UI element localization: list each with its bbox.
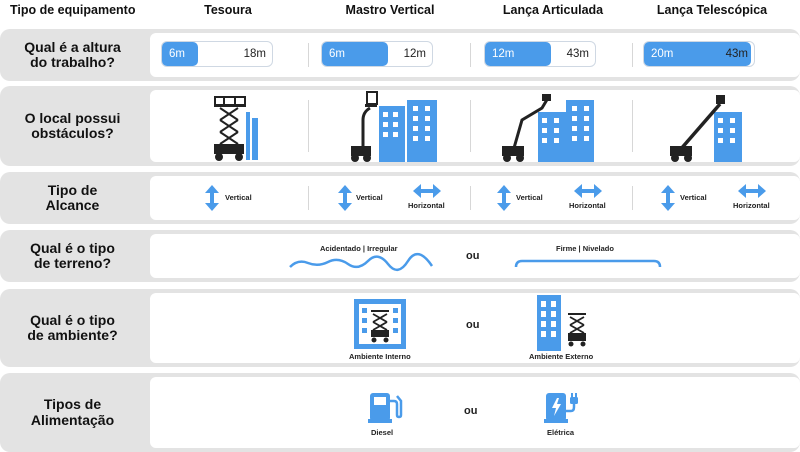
header-lanca-telescopica: Lança Telescópica (656, 3, 768, 17)
header-tesoura: Tesoura (204, 3, 252, 17)
row-altura: Qual é a altura do trabalho? 6m 18m 6m 1… (0, 29, 800, 81)
column-divider (308, 186, 309, 210)
header-mastro-vertical: Mastro Vertical (345, 3, 435, 17)
height-min: 6m (329, 48, 345, 60)
height-bar-fill (322, 42, 388, 66)
or-separator: ou (464, 405, 478, 417)
vertical-arrow-icon (661, 185, 675, 211)
row-panel-alcance (150, 176, 800, 220)
indoor-environment-label: Ambiente Interno (349, 352, 411, 361)
scissor-lift-icon (214, 96, 258, 161)
row-obstaculos: O local possui obstáculos? (0, 86, 800, 166)
reach-vertical-label: Vertical (516, 193, 543, 202)
vertical-mast-lift-icon (351, 91, 437, 162)
vertical-arrow-icon (205, 185, 219, 211)
height-max: 18m (243, 48, 266, 60)
flat-terrain-icon (514, 259, 662, 268)
column-divider (308, 43, 309, 67)
row-ambiente: Qual é o tipo de ambiente? Ambiente Inte… (0, 289, 800, 367)
row-alcance: Tipo de Alcance Vertical Vertical Horizo… (0, 172, 800, 224)
row-label-alcance: Tipo de Alcance (45, 181, 100, 213)
telescopic-boom-lift-icon (670, 95, 742, 162)
row-label-ambiente: Qual é o tipo de ambiente? (27, 311, 118, 343)
fuel-pump-icon (368, 393, 403, 423)
height-bar-mastro: 6m 12m (321, 41, 433, 67)
articulated-boom-lift-icon (502, 94, 594, 162)
height-max: 12m (403, 48, 426, 60)
column-divider (470, 43, 471, 67)
vertical-arrow-icon (497, 185, 511, 211)
indoor-building-icon (354, 299, 406, 349)
terrain-flat-label: Firme | Nivelado (556, 244, 614, 253)
height-max: 43m (566, 48, 589, 60)
column-divider (308, 100, 309, 152)
vertical-arrow-icon (338, 185, 352, 211)
horizontal-arrow-icon (413, 184, 441, 198)
height-min: 6m (169, 48, 185, 60)
or-separator: ou (466, 319, 480, 331)
rough-terrain-icon (289, 252, 434, 271)
height-bar-fill (162, 42, 199, 66)
reach-vertical-label: Vertical (225, 193, 252, 202)
electric-label: Elétrica (547, 428, 575, 437)
row-label-altura: Qual é a altura do trabalho? (24, 38, 121, 70)
row-label-terreno: Qual é o tipo de terreno? (30, 239, 115, 271)
column-divider (632, 100, 633, 152)
outdoor-building-icon (537, 295, 586, 351)
column-divider (632, 43, 633, 67)
column-divider (470, 186, 471, 210)
horizontal-arrow-icon (574, 184, 602, 198)
height-min: 20m (651, 48, 674, 60)
reach-horizontal-label: Horizontal (733, 201, 770, 210)
or-separator: ou (466, 250, 480, 262)
electric-charger-icon (544, 393, 578, 423)
height-bar-telescopica: 20m 43m (643, 41, 755, 67)
row-label-obstaculos: O local possui obstáculos? (24, 109, 121, 141)
header-equipment-type: Tipo de equipamento (10, 3, 136, 17)
reach-horizontal-label: Horizontal (569, 201, 606, 210)
terrain-rough-label: Acidentado | Irregular (320, 244, 398, 253)
height-bar-articulada: 12m 43m (484, 41, 596, 67)
row-terreno: Qual é o tipo de terreno? Acidentado | I… (0, 230, 800, 282)
reach-horizontal-label: Horizontal (408, 201, 445, 210)
height-max: 43m (725, 48, 748, 60)
reach-vertical-label: Vertical (680, 193, 707, 202)
row-panel-ambiente (150, 293, 800, 363)
height-bar-tesoura: 6m 18m (161, 41, 273, 67)
height-bar-fill (644, 42, 751, 66)
row-panel-alimentacao (150, 377, 800, 448)
row-label-alimentacao: Tipos de Alimentação (30, 396, 115, 428)
header-lanca-articulada: Lança Articulada (502, 3, 604, 17)
column-divider (470, 100, 471, 152)
height-min: 12m (492, 48, 515, 60)
row-panel-terreno (150, 234, 800, 278)
column-divider (632, 186, 633, 210)
diesel-label: Diesel (371, 428, 394, 437)
height-bar-fill (485, 42, 551, 66)
horizontal-arrow-icon (738, 184, 766, 198)
outdoor-environment-label: Ambiente Externo (529, 352, 594, 361)
row-alimentacao: Tipos de Alimentação Diesel ou Elétrica (0, 373, 800, 452)
reach-vertical-label: Vertical (356, 193, 383, 202)
